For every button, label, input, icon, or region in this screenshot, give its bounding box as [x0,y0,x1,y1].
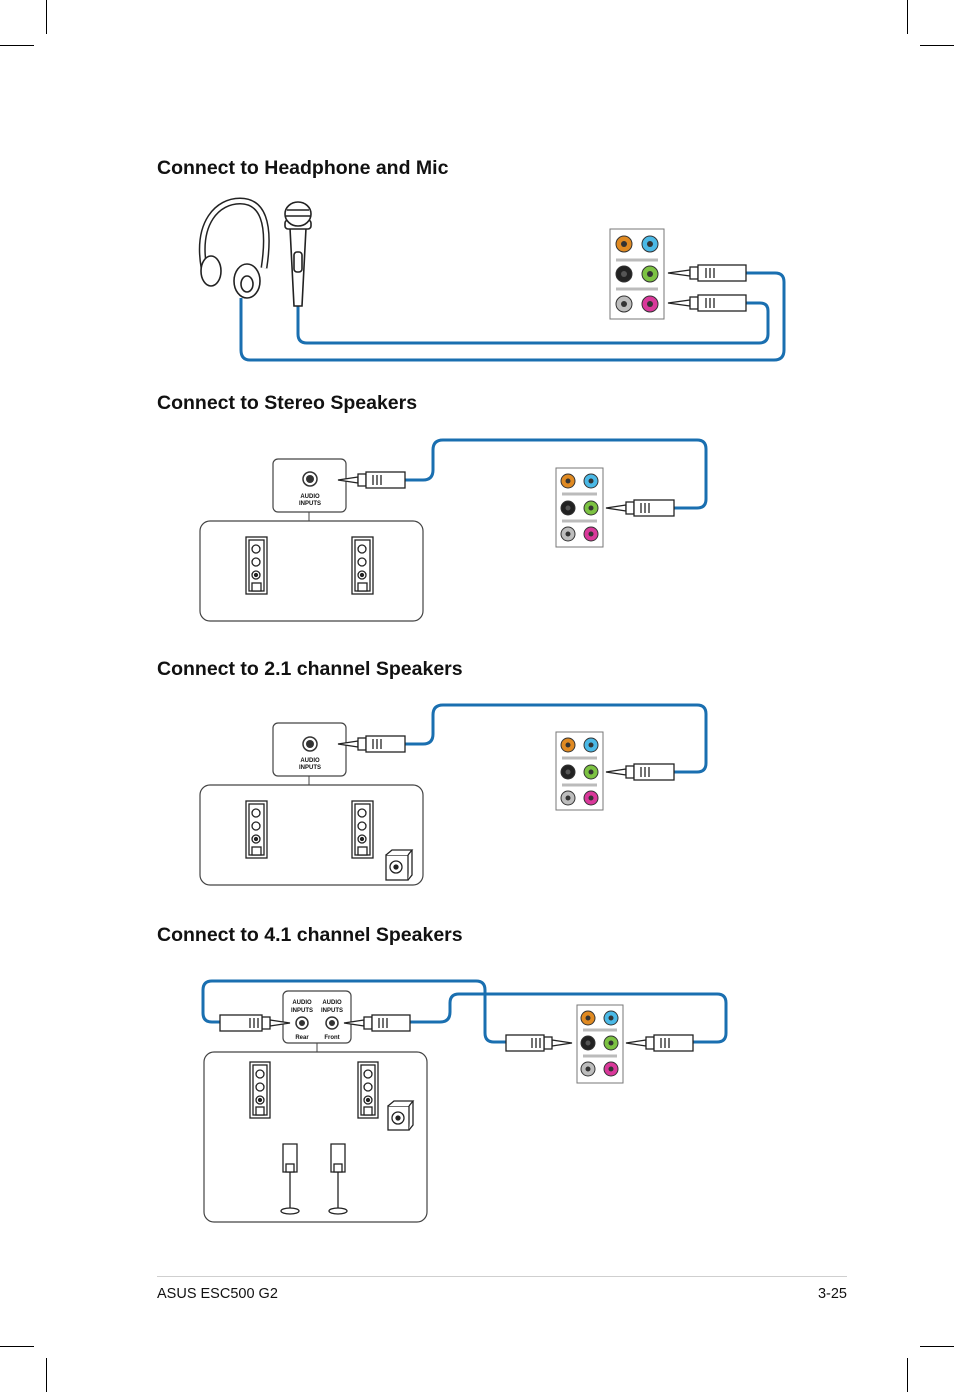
2-1-speakers-diagram: AUDIO INPUTS [199,703,708,886]
front-input-label: AUDIO [322,1000,342,1006]
audio-plug-icon [625,1034,694,1052]
crop-mark [907,1358,908,1392]
microphone-icon [284,201,312,307]
audio-input-label: INPUTS [299,501,321,507]
rear-label: Rear [295,1035,309,1041]
audio-plug-icon [337,471,406,489]
audio-input-box [282,990,352,1044]
stereo-speakers-diagram: AUDIO INPUTS [199,438,708,622]
crop-mark [46,0,47,34]
cable [405,438,708,510]
section-title-stereo: Connect to Stereo Speakers [157,392,418,414]
footer-product-name: ASUS ESC500 G2 [157,1286,278,1302]
section-title-4-1: Connect to 4.1 channel Speakers [157,924,463,946]
audio-plug-icon [505,1034,573,1052]
audio-port-panel [555,467,604,548]
audio-plug-icon [605,499,675,517]
speaker-enclosure [199,520,424,622]
speaker-icon [245,800,268,859]
audio-plug-icon [337,735,406,753]
audio-plug-icon [667,264,747,282]
crop-mark [920,1346,954,1347]
4-1-speakers-diagram: AUDIO INPUTS AUDIO INPUTS Rear Front [201,979,728,1223]
audio-plug-icon [343,1014,411,1032]
rear-input-label: INPUTS [291,1008,313,1014]
cable [405,703,708,774]
section-title-2-1: Connect to 2.1 channel Speakers [157,658,463,680]
audio-input-label: INPUTS [299,765,321,771]
cable [410,992,728,1044]
speaker-icon [351,536,374,595]
front-label: Front [324,1035,339,1041]
audio-port-panel [609,228,665,320]
speaker-icon [245,536,268,595]
speaker-icon [249,1061,271,1119]
speaker-icon [357,1061,379,1119]
satellite-speaker-icon [328,1143,348,1215]
footer-rule [157,1276,847,1277]
audio-plug-icon [219,1014,291,1032]
audio-plug-icon [605,763,675,781]
crop-mark [0,1346,34,1347]
cable [239,271,786,362]
rear-input-label: AUDIO [292,1000,312,1006]
section-title-headphone-mic: Connect to Headphone and Mic [157,157,449,179]
headphone-icon [198,197,270,299]
audio-plug-icon [667,294,747,312]
speaker-icon [351,800,374,859]
audio-port-panel [555,731,604,811]
speaker-enclosure [203,1051,428,1223]
cable [201,979,506,1044]
audio-input-label: AUDIO [300,494,320,500]
footer-page-number: 3-25 [817,1286,847,1302]
crop-mark [907,0,908,34]
subwoofer-icon [387,1100,415,1131]
audio-port-panel [576,1004,624,1084]
crop-mark [46,1358,47,1392]
satellite-speaker-icon [280,1143,300,1215]
subwoofer-icon [385,849,414,881]
crop-mark [0,45,34,46]
audio-input-label: AUDIO [300,758,320,764]
crop-mark [920,45,954,46]
headphone-mic-diagram [198,197,786,362]
cable [296,301,770,345]
front-input-label: INPUTS [321,1008,343,1014]
